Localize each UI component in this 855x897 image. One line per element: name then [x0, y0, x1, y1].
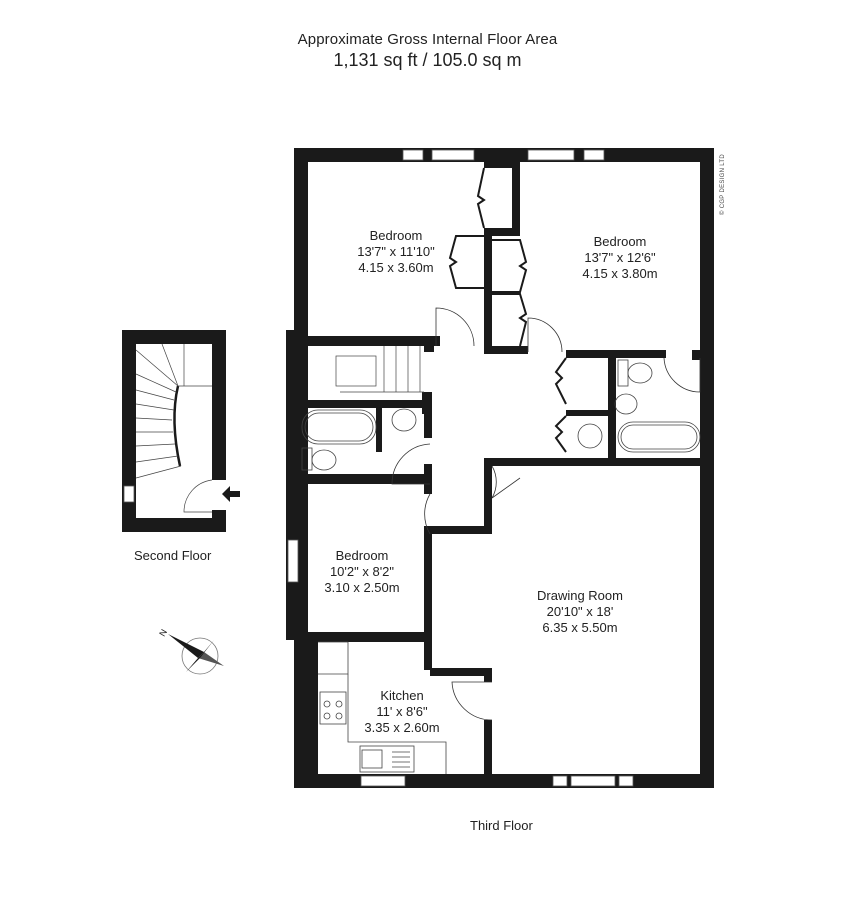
second-floor-plan [122, 330, 226, 532]
room-imperial: 13'7" x 11'10" [357, 244, 435, 259]
entrance-arrow-icon [222, 486, 240, 502]
room-bedroom-3: Bedroom 10'2" x 8'2" 3.10 x 2.50m [306, 548, 418, 596]
copyright-notice: © CGP DESIGN LTD [720, 153, 726, 215]
room-metric: 4.15 x 3.80m [582, 266, 658, 281]
room-imperial: 13'7" x 12'6" [584, 250, 656, 265]
room-metric: 3.35 x 2.60m [364, 720, 440, 735]
room-name: Bedroom [335, 548, 389, 563]
room-name: Drawing Room [537, 588, 623, 603]
room-name: Bedroom [593, 234, 647, 249]
third-floor-label: Third Floor [470, 818, 533, 833]
room-imperial: 20'10" x 18' [546, 604, 614, 619]
room-name: Bedroom [369, 228, 423, 243]
room-name: Kitchen [380, 688, 424, 703]
floor-area-value: 1,131 sq ft / 105.0 sq m [333, 50, 522, 70]
room-metric: 4.15 x 3.60m [358, 260, 434, 275]
sanitary-fittings [301, 359, 701, 471]
room-kitchen: Kitchen 11' x 8'6" 3.35 x 2.60m [354, 688, 450, 736]
room-bedroom-2: Bedroom 13'7" x 12'6" 4.15 x 3.80m [556, 234, 684, 282]
kitchen-fittings [318, 641, 447, 774]
stairs [335, 346, 424, 393]
room-imperial: 10'2" x 8'2" [329, 564, 395, 579]
floor-area-title: Approximate Gross Internal Floor Area [297, 31, 558, 48]
room-metric: 3.10 x 2.50m [324, 580, 400, 595]
room-bedroom-1: Bedroom 13'7" x 11'10" 4.15 x 3.60m [332, 228, 460, 276]
windows [287, 149, 634, 787]
room-metric: 6.35 x 5.50m [542, 620, 618, 635]
wardrobes [448, 167, 567, 453]
compass-rose-icon: N [157, 627, 224, 675]
svg-text:N: N [157, 627, 169, 638]
room-imperial: 11' x 8'6" [376, 704, 428, 719]
room-drawing-room: Drawing Room 20'10" x 18' 6.35 x 5.50m [520, 588, 640, 636]
second-floor-label: Second Floor [134, 548, 212, 563]
doors [391, 307, 701, 721]
